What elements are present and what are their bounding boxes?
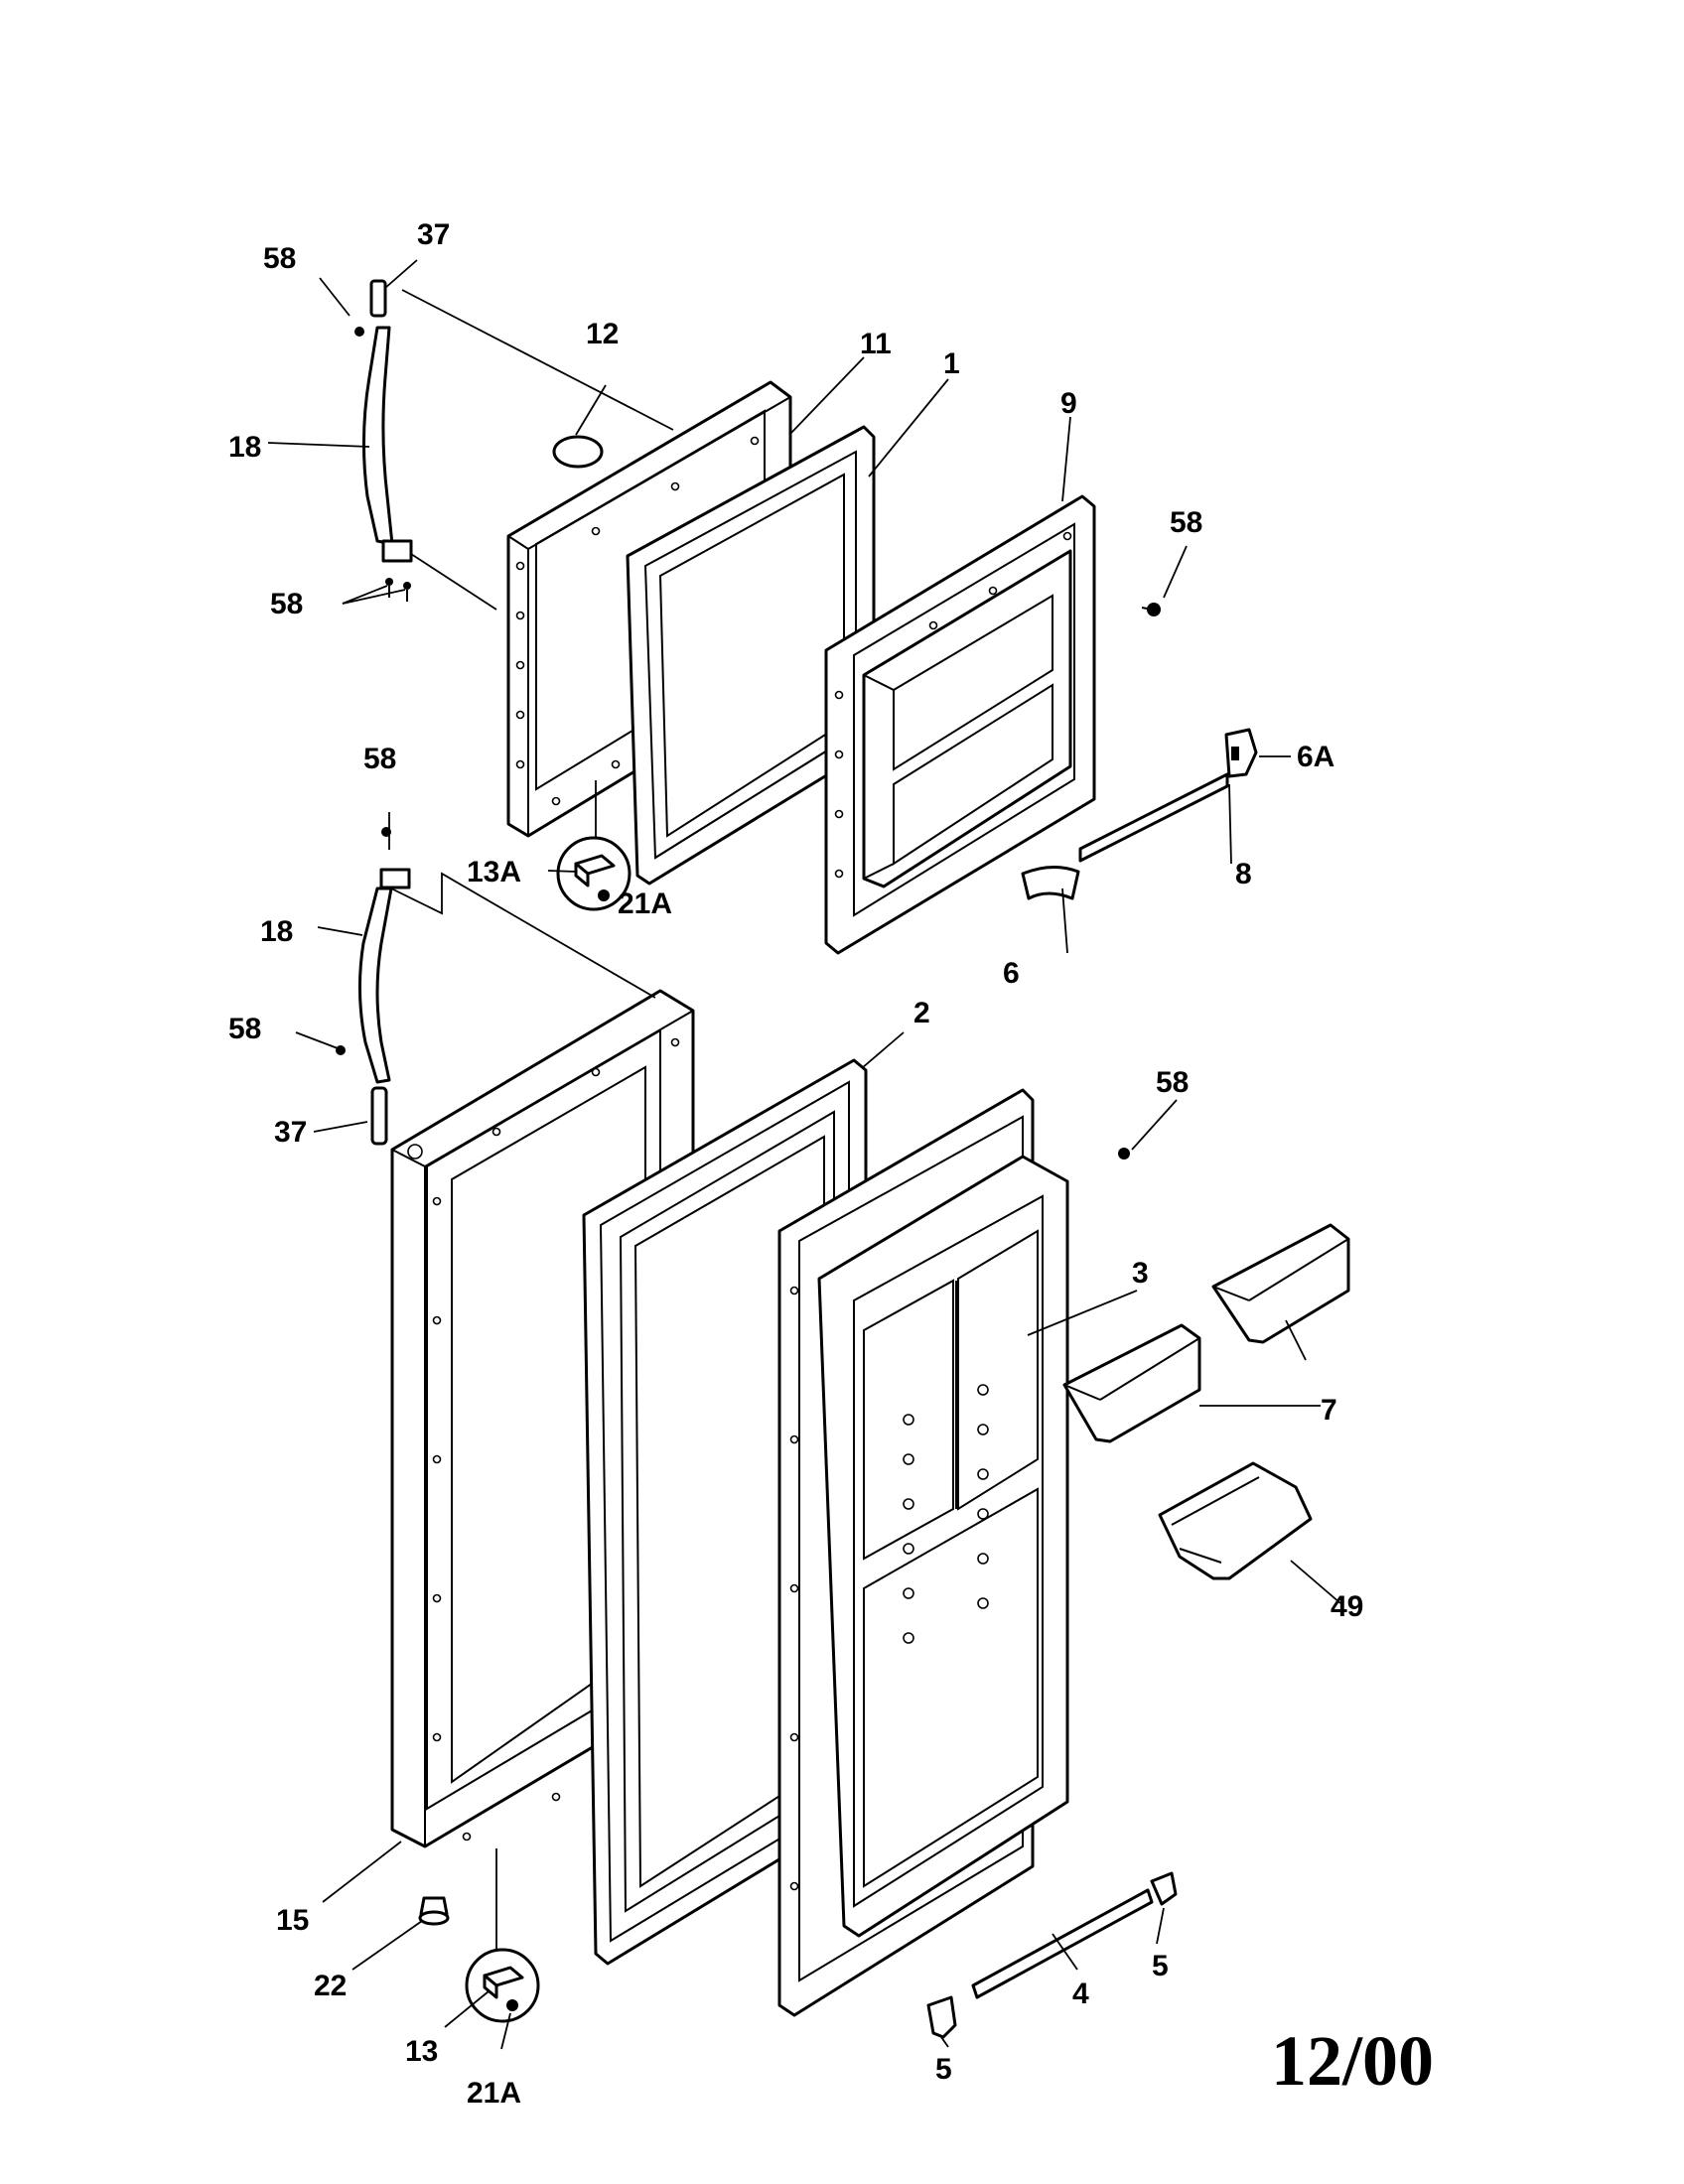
callout-12: 12 — [586, 318, 619, 350]
callout-21a-upper: 21A — [618, 887, 672, 920]
callout-8: 8 — [1235, 858, 1252, 890]
callout-labels: 58 37 12 11 1 9 58 18 58 6A 8 6 13A 21A … — [228, 218, 1363, 2110]
lower-hinge-inset — [465, 1948, 540, 2023]
upper-door-gasket — [626, 425, 876, 886]
callout-5-right: 5 — [1152, 1950, 1169, 1982]
door-bin-lower — [1062, 1323, 1201, 1443]
callout-9: 9 — [1060, 387, 1077, 420]
callout-21a-lower: 21A — [467, 2077, 521, 2110]
upper-shelf-end-cap-left — [1021, 866, 1080, 900]
callout-58-lower-hinge-top: 58 — [363, 743, 396, 775]
callout-58-top: 58 — [263, 242, 296, 275]
callout-22: 22 — [314, 1970, 347, 2002]
callout-18-top: 18 — [228, 431, 261, 464]
upper-hinge-screws — [385, 578, 411, 602]
callout-7: 7 — [1321, 1394, 1337, 1427]
upper-hinge-bracket — [354, 279, 413, 563]
callout-37-lower: 37 — [274, 1116, 307, 1149]
callout-49: 49 — [1331, 1590, 1363, 1623]
upper-door-handle-plug — [552, 435, 604, 469]
door-stop — [418, 1896, 450, 1926]
callout-6: 6 — [1003, 957, 1020, 990]
callout-58-lower-hinge-side: 58 — [228, 1013, 261, 1045]
lower-hinge-bracket — [357, 868, 411, 1146]
callout-58-upper-right: 58 — [1170, 506, 1202, 539]
date-stamp: 12/00 — [1271, 2021, 1434, 2101]
callout-2: 2 — [913, 997, 930, 1029]
lower-shelf-bar — [971, 1888, 1154, 1999]
callout-3: 3 — [1132, 1257, 1149, 1290]
dairy-bin — [1158, 1461, 1313, 1580]
callout-13: 13 — [405, 2035, 438, 2068]
callout-5-bottom: 5 — [935, 2053, 952, 2086]
callout-58-lower-right: 58 — [1156, 1066, 1189, 1099]
callout-11: 11 — [860, 328, 892, 360]
callout-4: 4 — [1072, 1978, 1089, 2010]
liner-screw-lower — [1118, 1148, 1130, 1160]
lower-shelf-end-cap-left — [926, 1995, 957, 2039]
upper-hinge-inset — [556, 836, 632, 911]
callout-1: 1 — [943, 347, 960, 380]
leader-lines — [267, 259, 1341, 2050]
callout-15: 15 — [276, 1904, 309, 1937]
upper-door-liner — [824, 494, 1096, 955]
door-bin-upper — [1211, 1223, 1350, 1344]
upper-shelf-end-cap-right — [1224, 728, 1258, 778]
callout-13a: 13A — [467, 856, 521, 888]
lower-shelf-end-cap-right — [1150, 1871, 1178, 1906]
callout-18-lower: 18 — [260, 915, 293, 948]
callout-58-upper-hinge: 58 — [270, 588, 303, 620]
upper-shelf-bar — [1078, 772, 1229, 863]
liner-screw-upper — [1141, 603, 1161, 616]
callout-37-top: 37 — [417, 218, 450, 251]
callout-6a: 6A — [1297, 741, 1334, 773]
lower-door-liner — [777, 1088, 1069, 2017]
